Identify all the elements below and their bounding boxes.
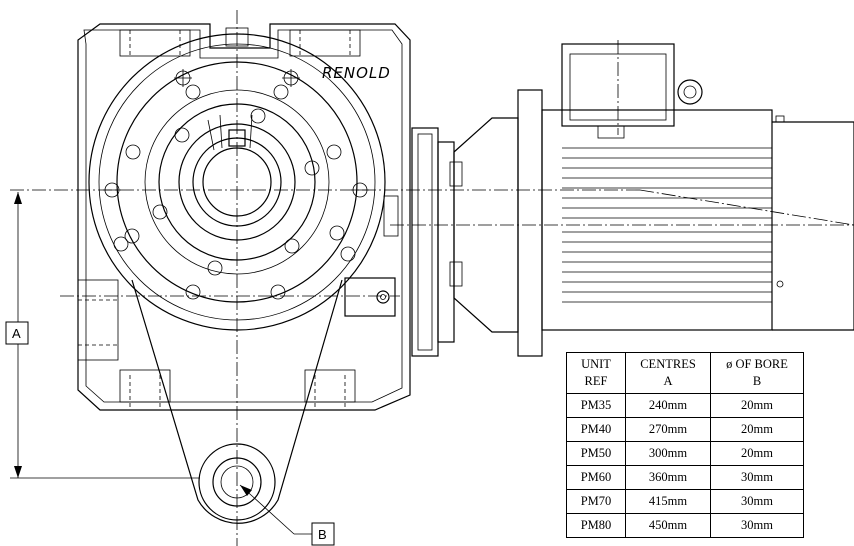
- torque-arm: [131, 279, 343, 524]
- centres-cell: 240mm: [625, 393, 711, 418]
- unit-ref-cell: PM50: [566, 441, 626, 466]
- bore-cell: 20mm: [710, 393, 804, 418]
- centres-cell: 360mm: [625, 465, 711, 490]
- unit-ref-cell: PM60: [566, 465, 626, 490]
- bore-cell: 20mm: [710, 441, 804, 466]
- centres-cell: 415mm: [625, 489, 711, 514]
- unit-ref-cell: PM35: [566, 393, 626, 418]
- centres-cell: 300mm: [625, 441, 711, 466]
- gearbox-housing: [77, 23, 411, 411]
- motor-adaptor: [344, 89, 543, 357]
- unit-ref-cell: PM80: [566, 513, 626, 538]
- bore-cell: 30mm: [710, 489, 804, 514]
- dimension-b-label: B: [318, 527, 327, 542]
- bore-cell: 30mm: [710, 513, 804, 538]
- electric-motor: [541, 43, 854, 331]
- dimension-a: A: [5, 192, 200, 479]
- bore-cell: 30mm: [710, 465, 804, 490]
- centres-cell: 270mm: [625, 417, 711, 442]
- bore-cell: 20mm: [710, 417, 804, 442]
- dimension-a-label: A: [12, 326, 21, 341]
- output-flange: [88, 33, 386, 331]
- brand-logo: RENOLD: [322, 64, 391, 82]
- unit-ref-cell: PM40: [566, 417, 626, 442]
- unit-ref-cell: PM70: [566, 489, 626, 514]
- centres-cell: 450mm: [625, 513, 711, 538]
- dimension-b: B: [239, 484, 335, 546]
- flange-bolts: [103, 69, 369, 300]
